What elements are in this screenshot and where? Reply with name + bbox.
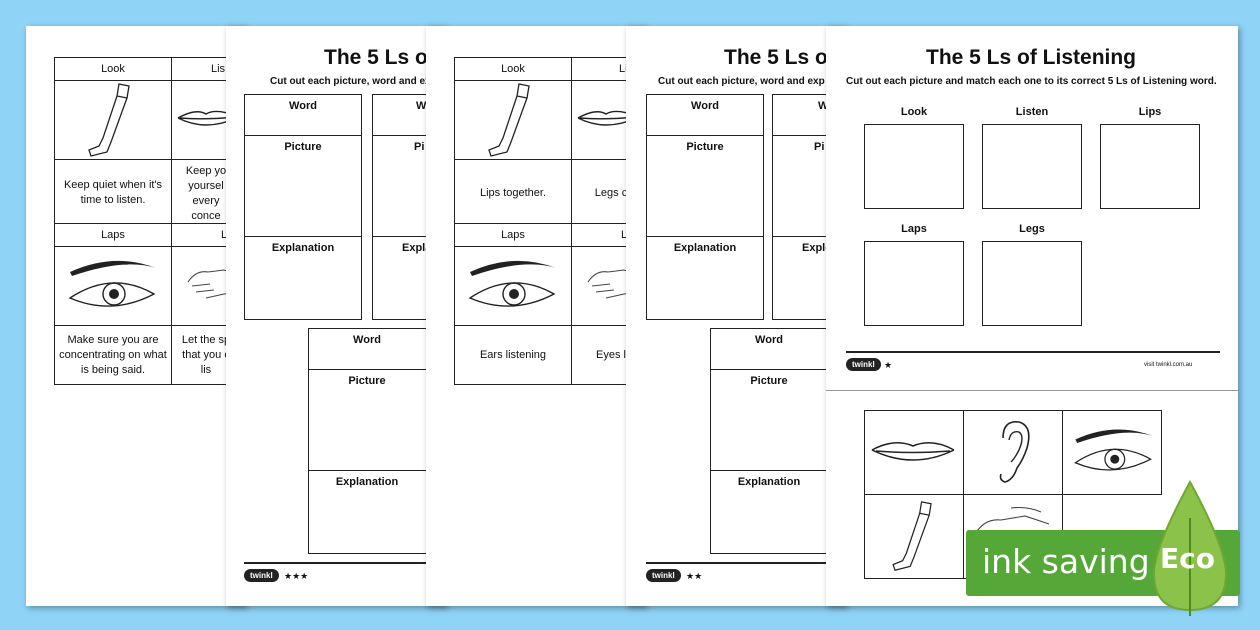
- match-box-lips[interactable]: [1100, 124, 1200, 209]
- card-text-quiet: Keep quiet when it's time to listen.: [63, 179, 163, 206]
- eye-icon: [1074, 429, 1153, 471]
- eye-icon: [68, 260, 156, 307]
- explanation-label-3: Explanation: [335, 476, 399, 488]
- page-divider: [826, 390, 1238, 391]
- leg-icon: [892, 501, 932, 571]
- lips-icon: [871, 442, 955, 461]
- footer-line: [646, 562, 846, 564]
- label-legs: L: [621, 229, 628, 241]
- card-text-concentrating: Make sure you are concentrating on what …: [59, 334, 167, 376]
- label-laps: Laps: [501, 229, 525, 241]
- label-look: Look: [501, 63, 525, 75]
- leg-icon: [488, 83, 530, 157]
- text-cell-4: [571, 325, 646, 385]
- picture-label-3: Picture: [750, 375, 788, 387]
- twinkl-logo: twinkl: [846, 358, 881, 371]
- difficulty-stars: ★★★: [284, 571, 309, 581]
- explanation-box: [244, 236, 362, 320]
- label-listen: Li: [619, 63, 628, 75]
- explanation-box-2: [772, 236, 846, 320]
- footer-line: [244, 562, 444, 564]
- eco-label: Eco: [1160, 542, 1215, 575]
- word-label: Word: [691, 100, 719, 112]
- cutout-cell-eye: [1062, 410, 1162, 495]
- explanation-label-2: Exple: [802, 242, 832, 254]
- match-label-look: Look: [900, 106, 928, 118]
- worksheet-page-matching: The 5 Ls of Listening Cut out each pictu…: [826, 26, 1238, 606]
- picture-label-2: Pi: [414, 141, 425, 153]
- picture-label-2: Pi: [814, 141, 825, 153]
- picture-label-3: Picture: [348, 375, 386, 387]
- eco-drop-icon: [1152, 479, 1228, 616]
- card-text-eyes: Eyes l: [596, 349, 626, 361]
- match-label-legs: Legs: [1019, 223, 1045, 235]
- picture-label: Picture: [686, 141, 724, 153]
- explanation-label: Explanation: [271, 242, 335, 254]
- worksheet-page-template-1: The 5 Ls o Cut out each picture, word an…: [226, 26, 446, 606]
- match-label-listen: Listen: [1015, 106, 1049, 118]
- card-text-cut: Keep yo yoursel every conce: [185, 165, 227, 222]
- card-text-ears: Ears listening: [479, 349, 547, 361]
- explanation-box: [646, 236, 764, 320]
- page-title: The 5 Ls of Listening: [926, 46, 1137, 69]
- footer-url: visit twinkl.com.au: [1144, 362, 1193, 368]
- leg-icon: [88, 83, 130, 157]
- word-label-3: Word: [755, 334, 783, 346]
- picture-label: Picture: [284, 141, 322, 153]
- word-label-2: W: [818, 100, 829, 112]
- difficulty-stars: ★: [884, 360, 893, 370]
- word-label: Word: [289, 100, 317, 112]
- explanation-box-3: [308, 470, 446, 554]
- match-box-look[interactable]: [864, 124, 964, 209]
- card-text-cut-2: Let the sp that you c lis: [181, 334, 231, 376]
- card-text-legs: Legs c: [594, 187, 628, 199]
- hand-icon: [587, 269, 644, 299]
- word-label-3: Word: [353, 334, 381, 346]
- explanation-label-2: Expla: [402, 242, 432, 254]
- match-label-lips: Lips: [1138, 106, 1162, 118]
- worksheet-page-cards-1: Look Lis Keep quiet when it's time to li…: [26, 26, 246, 606]
- match-label-laps: Laps: [901, 223, 927, 235]
- text-cell-4: [171, 325, 246, 385]
- ear-icon: [999, 421, 1030, 483]
- label-listen: Lis: [211, 63, 226, 75]
- label-look: Look: [101, 63, 125, 75]
- difficulty-stars: ★★: [686, 571, 703, 581]
- twinkl-logo: twinkl: [646, 569, 681, 582]
- label-laps: Laps: [101, 229, 125, 241]
- label-legs: L: [221, 229, 228, 241]
- worksheet-page-cards-2: Look Li Lips together. Legs c Laps L Ear…: [426, 26, 646, 606]
- twinkl-logo: twinkl: [244, 569, 279, 582]
- explanation-box-3: [710, 470, 846, 554]
- page-title: The 5 Ls o: [324, 46, 428, 69]
- eye-icon: [468, 260, 556, 307]
- match-box-legs[interactable]: [982, 241, 1082, 326]
- explanation-label: Explanation: [673, 242, 737, 254]
- ink-saving-text: ink saving: [982, 542, 1150, 581]
- footer-line: [846, 351, 1220, 353]
- explanation-label-3: Explanation: [737, 476, 801, 488]
- page-subtitle: Cut out each picture, word and exp: [658, 76, 825, 87]
- hand-icon: [187, 269, 244, 299]
- explanation-box-2: [372, 236, 446, 320]
- page-subtitle: Cut out each picture, word and exp: [270, 76, 437, 87]
- page-title: The 5 Ls o: [724, 46, 828, 69]
- word-label-2: W: [416, 100, 427, 112]
- page-subtitle: Cut out each picture and match each one …: [846, 76, 1217, 87]
- worksheet-page-template-2: The 5 Ls o Cut out each picture, word an…: [626, 26, 846, 606]
- card-text-lips: Lips together.: [479, 187, 547, 199]
- match-box-listen[interactable]: [982, 124, 1082, 209]
- match-box-laps[interactable]: [864, 241, 964, 326]
